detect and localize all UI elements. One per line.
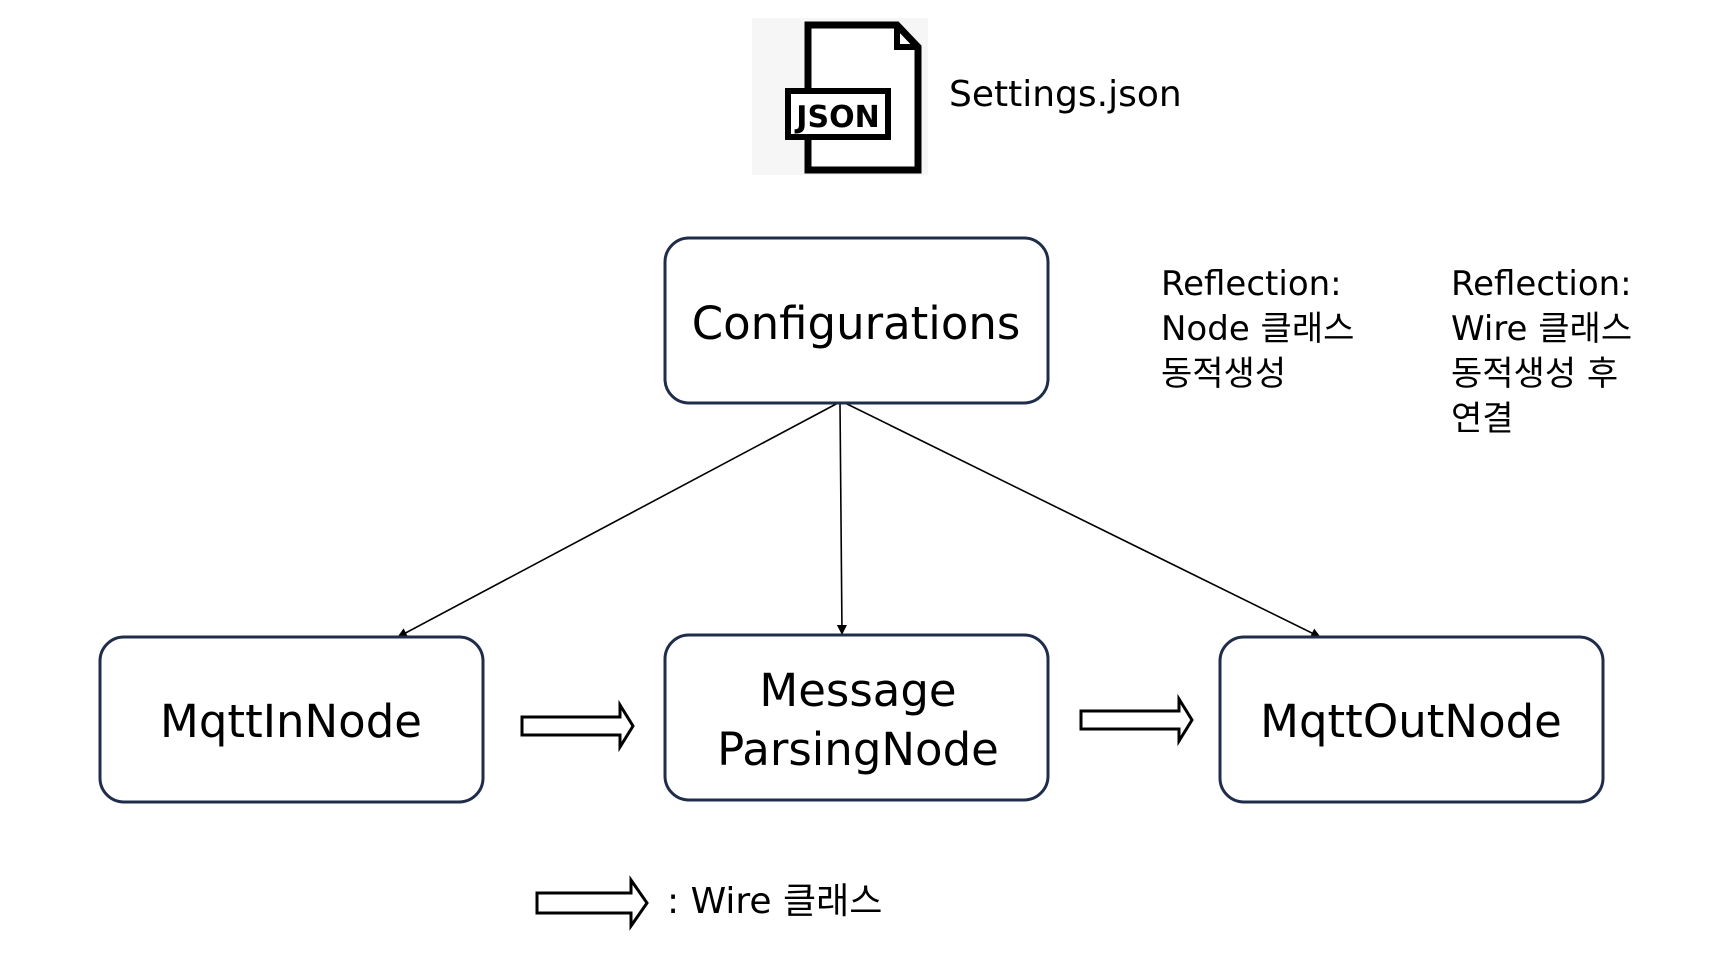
note-wire-reflection-line: Reflection: xyxy=(1451,264,1632,304)
connector-config-to-message-parsing xyxy=(836,402,847,635)
node-configurations-label: Configurations xyxy=(692,297,1021,350)
node-configurations: Configurations xyxy=(663,236,1050,405)
node-mqtt-in-label: MqttInNode xyxy=(160,695,422,748)
hollow-arrow-icon xyxy=(535,875,649,931)
node-mqtt-out: MqttOutNode xyxy=(1218,635,1605,804)
legend-label: : Wire 클래스 xyxy=(667,881,883,922)
wire-arrow-parsing-to-out xyxy=(1079,693,1194,747)
note-wire-reflection-line: 연결 xyxy=(1451,399,1514,439)
node-message-parsing-label-line2: ParsingNode xyxy=(717,723,999,776)
note-wire-reflection-line: 동적생성 후 xyxy=(1451,354,1619,394)
connector-config-to-mqtt-out xyxy=(844,402,1321,638)
settings-file-label: Settings.json xyxy=(949,74,1182,115)
node-mqtt-out-label: MqttOutNode xyxy=(1260,695,1562,748)
json-file-icon: JSON xyxy=(752,18,928,175)
json-badge-text: JSON xyxy=(794,100,879,135)
wire-arrow-in-to-parsing xyxy=(520,699,635,753)
note-node-reflection: Reflection: Node 클래스 동적생성 xyxy=(1161,262,1354,397)
note-node-reflection-line: Node 클래스 xyxy=(1161,309,1355,349)
note-node-reflection-line: Reflection: xyxy=(1161,264,1342,304)
note-wire-reflection: Reflection: Wire 클래스 동적생성 후 연결 xyxy=(1451,262,1632,442)
node-message-parsing: Message ParsingNode xyxy=(663,633,1050,802)
note-wire-reflection-line: Wire 클래스 xyxy=(1451,309,1633,349)
node-mqtt-in: MqttInNode xyxy=(98,635,485,804)
note-node-reflection-line: 동적생성 xyxy=(1161,354,1287,394)
connector-config-to-mqtt-in xyxy=(397,402,839,638)
node-message-parsing-label-line1: Message xyxy=(759,664,956,717)
